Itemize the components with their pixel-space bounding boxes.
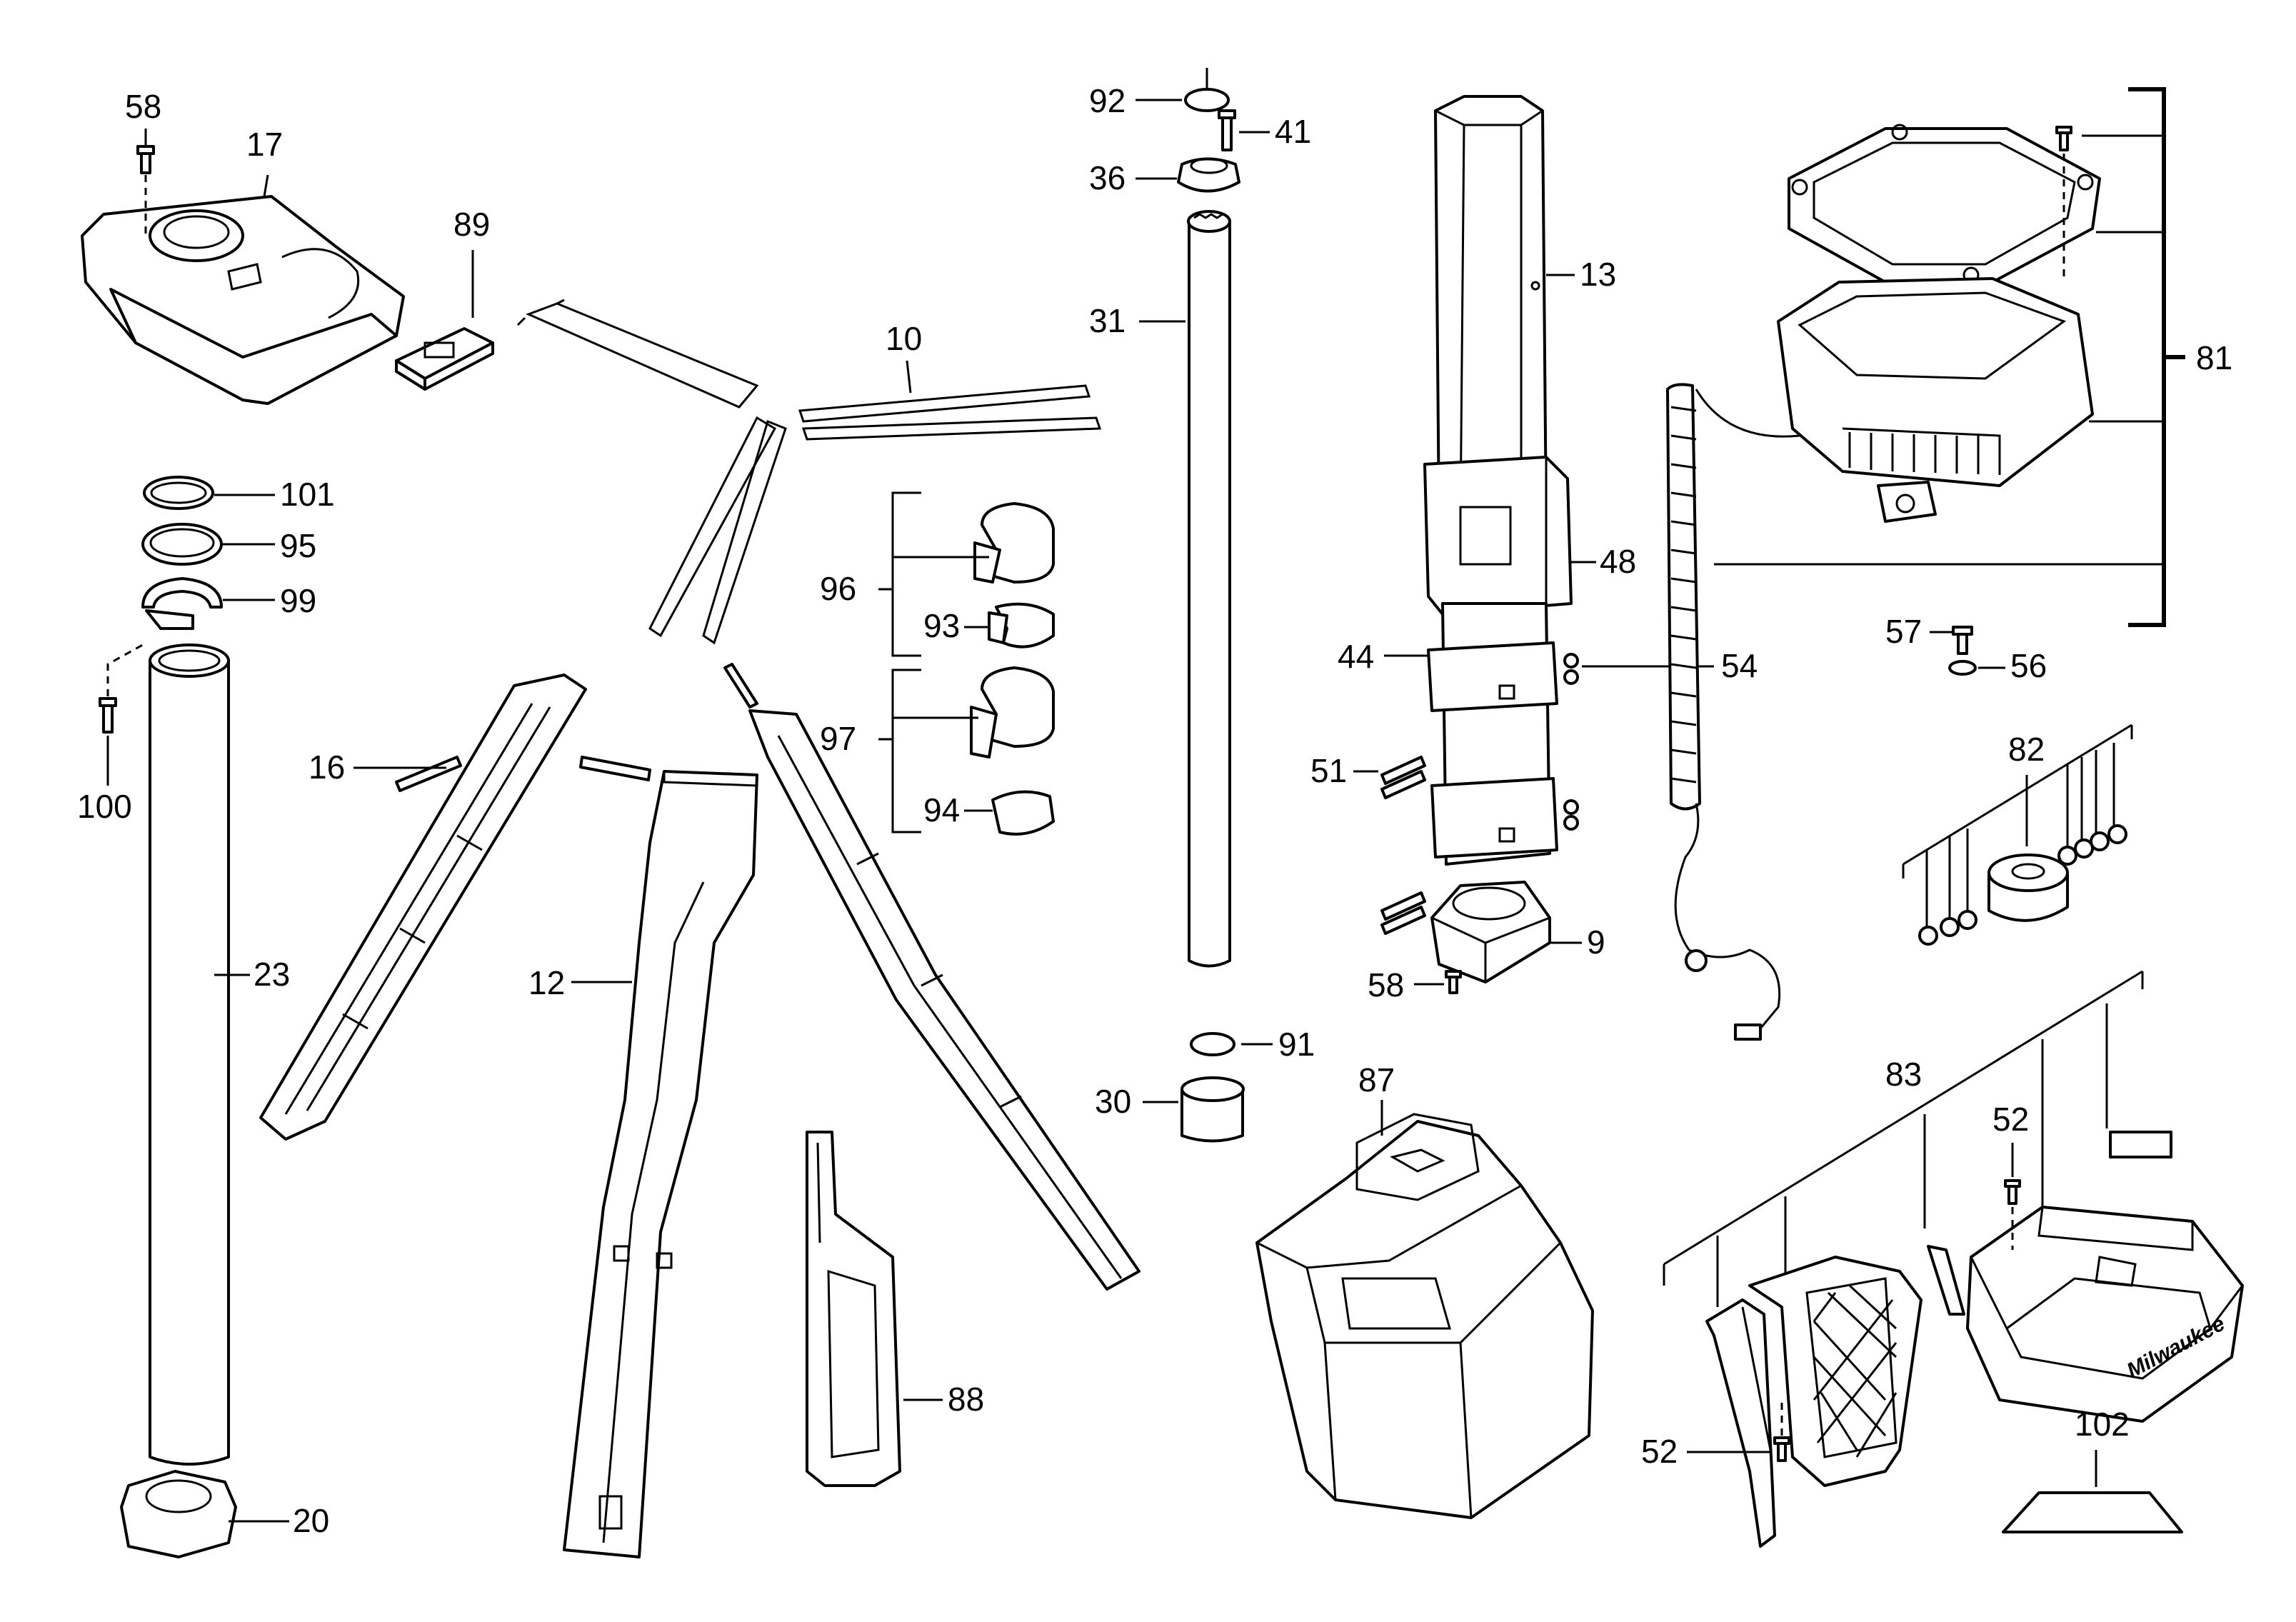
label-97: 97 bbox=[820, 720, 856, 757]
label-58: 58 bbox=[125, 88, 161, 125]
part-41-screw bbox=[1218, 109, 1236, 151]
label-52: 52 bbox=[1641, 1433, 1678, 1470]
label-17: 17 bbox=[246, 126, 283, 163]
label-58: 58 bbox=[1368, 966, 1404, 1003]
part-83-case-tray bbox=[1966, 1206, 2244, 1423]
part-93-clamp bbox=[964, 602, 1055, 649]
label-48: 48 bbox=[1600, 543, 1636, 580]
part-52-screw-upper bbox=[2004, 1179, 2021, 1250]
part-102-label bbox=[2002, 1491, 2183, 1533]
label-83: 83 bbox=[1885, 1056, 1922, 1093]
label-20: 20 bbox=[293, 1502, 329, 1539]
label-10: 10 bbox=[886, 320, 922, 357]
label-82: 82 bbox=[2008, 731, 2045, 768]
label-101: 101 bbox=[280, 476, 335, 513]
bracket-81 bbox=[1714, 87, 2185, 627]
label-57: 57 bbox=[1885, 613, 1922, 650]
bracket-83 bbox=[1663, 970, 2144, 1307]
label-30: 30 bbox=[1095, 1083, 1131, 1120]
part-12-leg-center bbox=[563, 770, 758, 1558]
part-95-ring bbox=[141, 523, 223, 566]
part-81-light-head bbox=[1777, 124, 2101, 523]
part-coiled-cable bbox=[1666, 383, 1818, 1041]
part-83-door-left bbox=[1705, 1298, 1776, 1548]
part-51-screws bbox=[1380, 756, 1426, 935]
part-83-label-plate bbox=[2109, 1131, 2172, 1158]
part-31-tube bbox=[1187, 210, 1231, 968]
bracket-82 bbox=[1902, 724, 2133, 928]
label-100: 100 bbox=[77, 788, 132, 825]
label-94: 94 bbox=[923, 791, 960, 828]
bracket-96-93-97-94 bbox=[878, 491, 921, 833]
label-23: 23 bbox=[254, 956, 290, 993]
part-97-clamp bbox=[893, 666, 1055, 759]
label-12: 12 bbox=[528, 964, 565, 1001]
label-92: 92 bbox=[1089, 82, 1126, 119]
label-95: 95 bbox=[280, 527, 316, 564]
label-96: 96 bbox=[820, 570, 856, 607]
part-87-battery-housing bbox=[1255, 1113, 1594, 1519]
label-36: 36 bbox=[1089, 159, 1126, 196]
part-83-hinge-strip bbox=[1927, 1245, 1965, 1316]
label-93: 93 bbox=[923, 607, 960, 644]
part-94-clamp bbox=[964, 790, 1055, 836]
part-99-clip-ring bbox=[141, 577, 223, 630]
part-52-screw-lower bbox=[1773, 1400, 1790, 1462]
part-17-base-housing bbox=[81, 195, 405, 405]
label-44: 44 bbox=[1338, 638, 1374, 675]
label-54: 54 bbox=[1721, 647, 1758, 684]
part-82-swivel bbox=[1918, 824, 2127, 946]
part-89-latch bbox=[395, 327, 494, 391]
label-91: 91 bbox=[1278, 1026, 1315, 1063]
part-58-screw-bottom bbox=[1445, 970, 1462, 994]
label-51: 51 bbox=[1310, 752, 1347, 789]
part-30-sleeve bbox=[1180, 1076, 1245, 1143]
label-41: 41 bbox=[1275, 113, 1311, 150]
label-13: 13 bbox=[1580, 256, 1616, 293]
part-96-clamp bbox=[893, 502, 1055, 584]
part-13-upper-mast bbox=[1434, 95, 1548, 519]
part-48-collar bbox=[1423, 456, 1573, 616]
label-88: 88 bbox=[948, 1381, 984, 1418]
label-99: 99 bbox=[280, 582, 316, 619]
part-57-screw bbox=[1952, 626, 1973, 655]
part-23-tube bbox=[149, 644, 230, 1466]
part-10-wire-brackets bbox=[516, 299, 1102, 645]
part-101-ring bbox=[143, 476, 214, 510]
part-44-lower-mast bbox=[1427, 602, 1558, 866]
label-16: 16 bbox=[309, 749, 345, 786]
part-83-grill-door bbox=[1748, 1256, 1922, 1487]
part-12-leg-left bbox=[259, 674, 587, 1141]
part-12-leg-right bbox=[748, 709, 1141, 1291]
part-36-cap bbox=[1177, 157, 1240, 193]
label-102: 102 bbox=[2075, 1406, 2130, 1443]
label-9: 9 bbox=[1587, 923, 1605, 961]
label-81: 81 bbox=[2196, 339, 2232, 376]
part-20-foot-cap bbox=[120, 1470, 237, 1558]
part-16-pins bbox=[395, 663, 758, 792]
part-92-oring bbox=[1184, 68, 1230, 112]
part-56-washer bbox=[1948, 660, 1977, 676]
label-56: 56 bbox=[2010, 647, 2047, 684]
part-54-nuts bbox=[1563, 653, 1579, 831]
part-9-foot-base bbox=[1430, 881, 1551, 983]
part-81-screw bbox=[2055, 126, 2072, 282]
label-52: 52 bbox=[1992, 1101, 2029, 1138]
part-88-handle bbox=[806, 1131, 901, 1487]
label-31: 31 bbox=[1089, 302, 1126, 339]
part-100-screw bbox=[99, 641, 147, 734]
label-87: 87 bbox=[1358, 1061, 1395, 1098]
label-89: 89 bbox=[453, 206, 490, 243]
part-91-oring bbox=[1190, 1032, 1235, 1056]
